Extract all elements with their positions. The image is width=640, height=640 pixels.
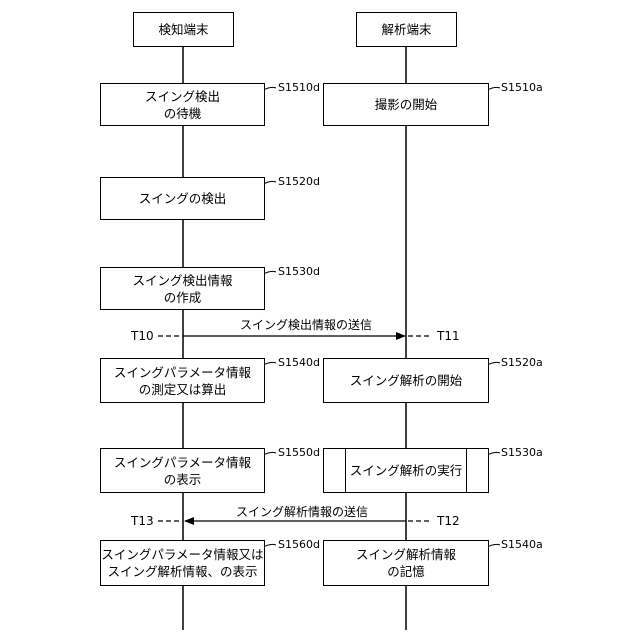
step-s1550d-label: S1550d	[278, 447, 320, 459]
step-s1560d: スイングパラメータ情報又は スイング解析情報、の表示	[100, 540, 265, 586]
step-s1530d-label: S1530d	[278, 266, 320, 278]
time-t12: T12	[437, 514, 460, 528]
step-s1550d-line2: の表示	[164, 471, 202, 488]
step-s1530d-line2: の作成	[164, 289, 202, 306]
step-s1520d-label: S1520d	[278, 176, 320, 188]
step-s1530d-line1: スイング検出情報	[132, 272, 232, 289]
step-s1540d-line1: スイングパラメータ情報	[114, 364, 251, 381]
step-s1510d: スイング検出 の待機	[100, 83, 265, 126]
detection-terminal-title: 検知端末	[158, 21, 208, 38]
step-s1510d-line1: スイング検出	[145, 88, 220, 105]
step-s1530a-right-bar	[466, 449, 467, 492]
step-s1520a-line1: スイング解析の開始	[350, 372, 463, 389]
step-s1510a-label: S1510a	[501, 82, 543, 94]
step-s1530a-label: S1530a	[501, 447, 543, 459]
step-s1550d-line1: スイングパラメータ情報	[114, 454, 251, 471]
step-s1560d-label: S1560d	[278, 539, 320, 551]
time-t10: T10	[131, 329, 154, 343]
step-s1520a-label: S1520a	[501, 357, 543, 369]
step-s1510d-label: S1510d	[278, 82, 320, 94]
step-s1560d-line2: スイング解析情報、の表示	[107, 563, 257, 580]
step-s1520d: スイングの検出	[100, 177, 265, 220]
step-s1540d: スイングパラメータ情報 の測定又は算出	[100, 358, 265, 403]
step-s1510d-line2: の待機	[164, 105, 202, 122]
step-s1540d-line2: の測定又は算出	[139, 381, 227, 398]
step-s1520a: スイング解析の開始	[323, 358, 489, 403]
step-s1530a-line1: スイング解析の実行	[350, 462, 463, 479]
detection-terminal-header: 検知端末	[133, 12, 234, 47]
step-s1540a-label: S1540a	[501, 539, 543, 551]
step-s1560d-line1: スイングパラメータ情報又は	[101, 546, 263, 563]
time-t13: T13	[131, 514, 154, 528]
step-s1540d-label: S1540d	[278, 357, 320, 369]
step-s1540a-line2: の記憶	[387, 563, 425, 580]
step-s1530a-left-bar	[345, 449, 346, 492]
time-t11: T11	[437, 329, 460, 343]
step-s1520d-line1: スイングの検出	[139, 190, 227, 207]
step-s1540a: スイング解析情報 の記憶	[323, 540, 489, 586]
analysis-terminal-header: 解析端末	[356, 12, 457, 47]
analysis-info-send-label: スイング解析情報の送信	[236, 505, 368, 519]
step-s1530a: スイング解析の実行	[323, 448, 489, 493]
step-s1550d: スイングパラメータ情報 の表示	[100, 448, 265, 493]
step-s1530d: スイング検出情報 の作成	[100, 267, 265, 310]
analysis-terminal-title: 解析端末	[381, 21, 431, 38]
step-s1540a-line1: スイング解析情報	[356, 546, 456, 563]
detection-info-send-label: スイング検出情報の送信	[240, 318, 372, 332]
step-s1510a-line1: 撮影の開始	[375, 96, 438, 113]
step-s1510a: 撮影の開始	[323, 83, 489, 126]
